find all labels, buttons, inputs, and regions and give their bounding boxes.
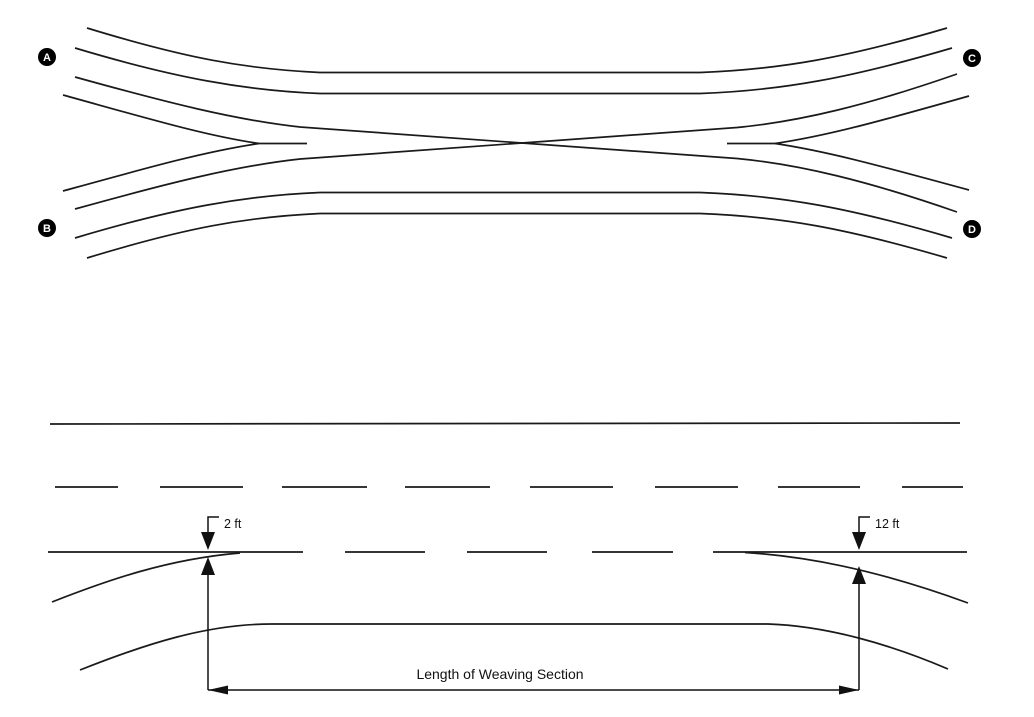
weaving-plan-diagram: A B C D (38, 27, 981, 259)
exit-offset-annotation: 12 ft (852, 516, 900, 550)
label-b-circle (38, 219, 56, 237)
label-c-letter: C (968, 53, 976, 65)
left-extension-up-arrow (201, 557, 215, 575)
road-lane-line-top (74, 47, 953, 95)
marking-detail-diagram: 2 ft 12 ft Length of Weaving Sec (48, 422, 969, 695)
road-lane-line-bottom (74, 191, 953, 239)
edge-b-inner-to-gore (62, 142, 260, 192)
edge-d-inner-from-gore (774, 142, 970, 191)
exit-offset-bracket (858, 516, 870, 534)
label-c-circle (963, 49, 981, 67)
road-edge-top-outer (86, 27, 948, 74)
entrance-ramp-upper-edge (51, 552, 241, 603)
edge-c-inner-from-gore (774, 95, 970, 145)
label-a-circle (38, 48, 56, 66)
label-a-letter: A (43, 52, 51, 64)
exit-offset-down-arrow (852, 532, 866, 550)
exit-offset-text: 12 ft (875, 517, 900, 531)
right-extension-up-arrow (852, 566, 866, 584)
edge-a-inner-to-gore (62, 94, 260, 145)
approach-label-d: D (963, 220, 981, 238)
crossing-line-b-to-c (74, 73, 958, 210)
dimension-left-arrow (208, 685, 228, 695)
entry-offset-down-arrow (201, 532, 215, 550)
weaving-length-text: Length of Weaving Section (416, 666, 583, 682)
dimension-right-arrow (839, 685, 859, 695)
label-d-letter: D (968, 224, 976, 236)
exit-ramp-upper-edge (744, 551, 969, 604)
label-d-circle (963, 220, 981, 238)
approach-label-a: A (38, 48, 56, 66)
road-edge-bottom-outer (86, 212, 948, 259)
approach-label-c: C (963, 49, 981, 67)
weaving-length-dimension: Length of Weaving Section (201, 557, 866, 695)
entrance-ramp-lower-edge (79, 623, 949, 671)
entry-offset-bracket (207, 516, 219, 534)
label-b-letter: B (43, 223, 51, 235)
detail-edge-line (49, 422, 961, 425)
entry-offset-annotation: 2 ft (201, 516, 242, 550)
entry-offset-text: 2 ft (224, 517, 242, 531)
approach-label-b: B (38, 219, 56, 237)
